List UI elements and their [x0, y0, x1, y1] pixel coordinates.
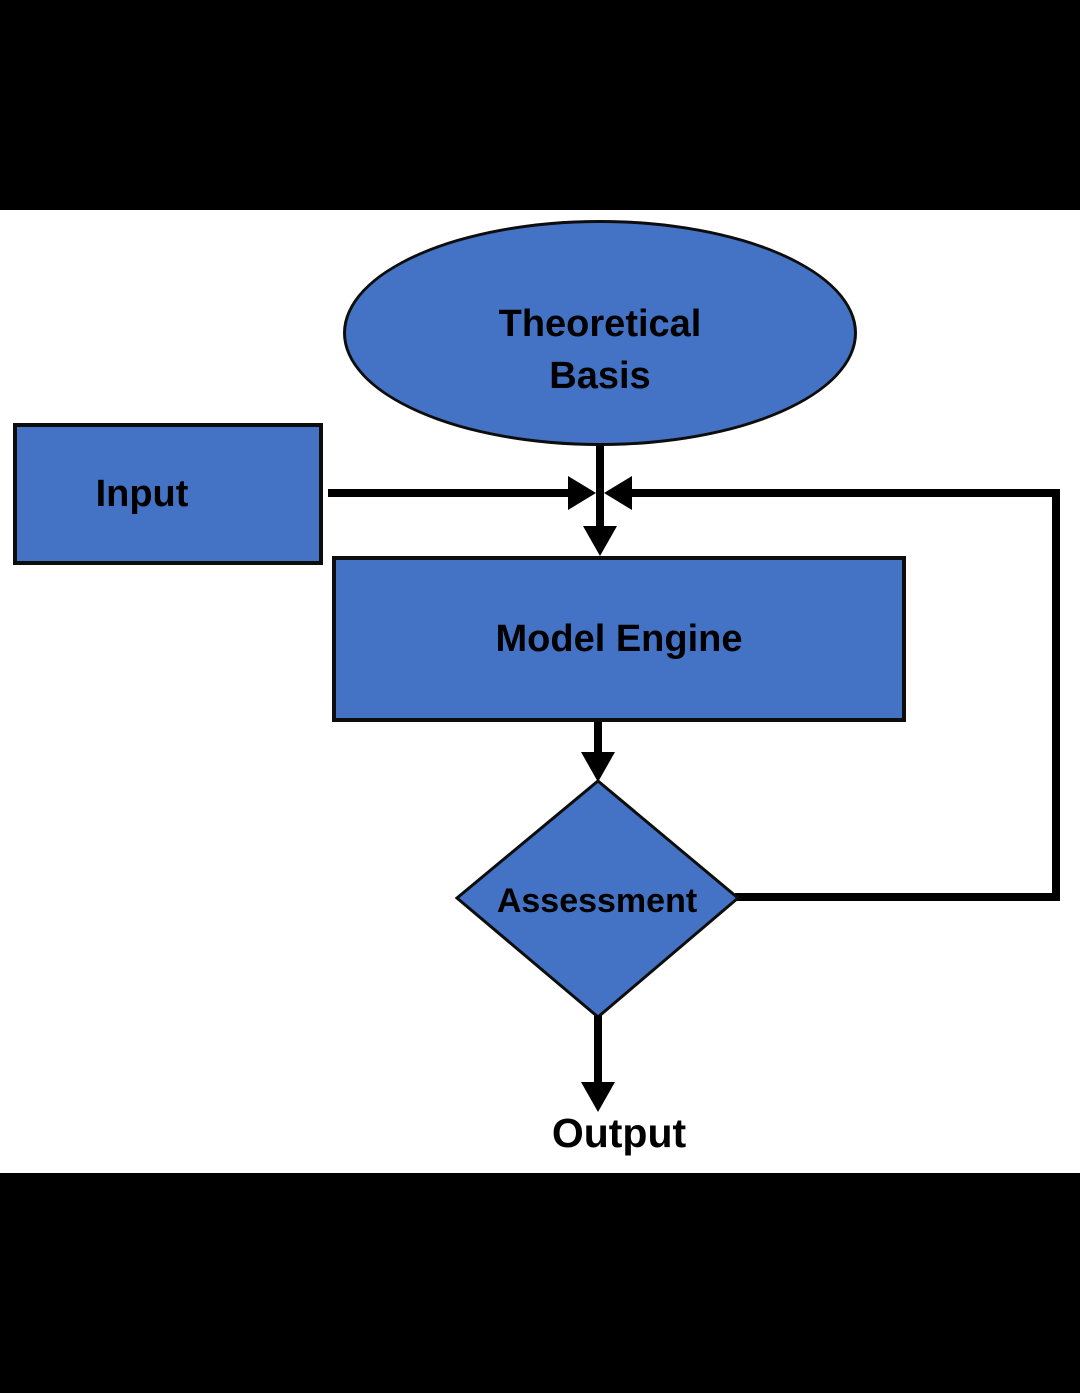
theoretical-basis-label-line1: Theoretical: [498, 302, 702, 345]
node-model-engine: Model Engine: [332, 556, 906, 722]
arrowhead-into-output: [581, 1082, 615, 1112]
theoretical-basis-label-line2: Basis: [549, 355, 651, 397]
node-theoretical-basis: Theoretical Basis: [343, 220, 857, 446]
letterbox-bottom: [0, 1173, 1080, 1393]
assessment-label: Assessment: [496, 882, 698, 920]
arrowhead-into-model-engine: [583, 526, 617, 556]
arrowhead-input-junction: [568, 476, 596, 510]
arrowhead-into-assessment: [581, 752, 615, 782]
letterbox-top: [0, 0, 1080, 210]
edge-feedback-loop: [630, 489, 1060, 901]
arrowhead-feedback-junction: [604, 476, 632, 510]
input-label: Input: [95, 472, 189, 515]
model-engine-label: Model Engine: [495, 617, 743, 660]
output-label: Output: [551, 1110, 687, 1156]
node-input: Input: [13, 423, 323, 565]
theoretical-basis-label: Theoretical Basis: [499, 264, 702, 403]
